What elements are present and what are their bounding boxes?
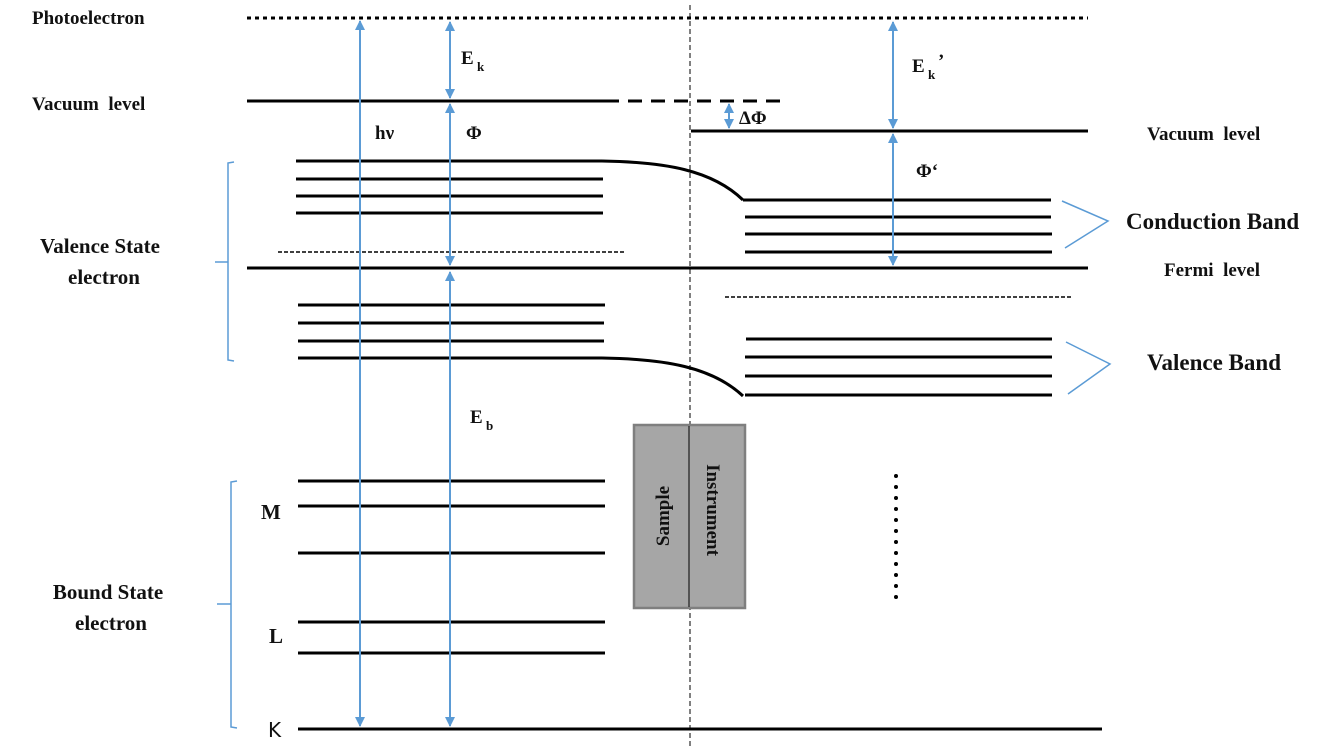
shell-k-label: K [268, 718, 282, 742]
bound-state-label-line2: electron [75, 611, 147, 635]
core-levels [298, 479, 605, 655]
ek-label: E k [461, 48, 485, 74]
conduction-band-label: Conduction Band [1126, 209, 1299, 234]
delta-phi-label: ΔΦ [739, 108, 767, 129]
shell-l-label: L [269, 624, 283, 648]
instrument-label: Instrument [702, 464, 723, 557]
phi-label: Φ [466, 123, 482, 144]
valence-band-label: Valence Band [1147, 350, 1281, 375]
sample-label: Sample [653, 486, 674, 546]
valence-state-label-line2: electron [68, 265, 140, 289]
eb-label: E b [470, 407, 493, 433]
svg-text:b: b [486, 418, 493, 433]
valence-state-label-line1: Valence State [40, 234, 160, 258]
phi-prime-label: Φʻ [916, 161, 938, 182]
svg-text:E: E [461, 48, 474, 69]
hv-label: hν [375, 123, 395, 144]
photoelectron-label: Photoelectron [32, 8, 145, 29]
valence-band-bending-curve [601, 356, 745, 398]
svg-text:E: E [470, 407, 483, 428]
vacuum-level-left-label: Vacuum level [32, 94, 145, 115]
conduction-band-levels [743, 198, 1052, 254]
svg-text:’: ’ [938, 51, 944, 72]
bound-state-label-line1: Bound State [53, 580, 163, 604]
sample-lower-levels [298, 303, 605, 360]
shell-m-label: M [261, 500, 281, 524]
continuation-dots [894, 474, 898, 599]
valence-band-levels [745, 337, 1052, 397]
valence-band-chevron [1065, 341, 1112, 395]
valence-state-brace [215, 161, 235, 362]
svg-text:E: E [912, 56, 925, 77]
bound-state-brace [217, 480, 238, 729]
svg-text:k: k [928, 67, 936, 82]
fermi-level-label: Fermi level [1164, 260, 1260, 281]
svg-text:k: k [477, 59, 485, 74]
vacuum-level-right-label: Vacuum level [1147, 124, 1260, 145]
conduction-band-bending-curve [601, 159, 745, 202]
conduction-band-chevron [1061, 200, 1110, 249]
ek-prime-label: E k ’ [912, 51, 944, 82]
